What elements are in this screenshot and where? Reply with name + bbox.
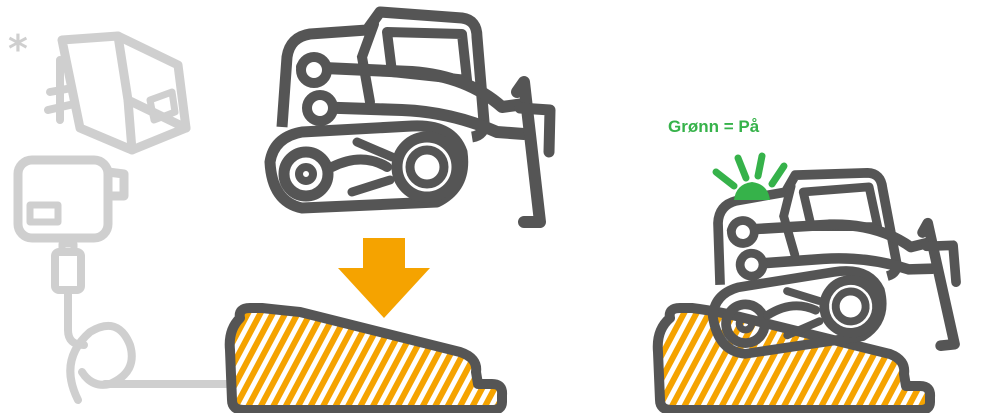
charging-dock-icon: [230, 308, 502, 410]
usb-cable-icon: [55, 244, 244, 400]
wall-charger-us-icon: [48, 36, 186, 150]
footnote-asterisk: *: [8, 27, 28, 71]
status-label: Grønn = På: [668, 117, 760, 136]
usb-power-cube-icon: [18, 160, 124, 238]
down-arrow-icon: [338, 238, 430, 318]
tracked-loader-robot-icon: [270, 12, 550, 222]
charging-dock-icon: [658, 308, 930, 410]
